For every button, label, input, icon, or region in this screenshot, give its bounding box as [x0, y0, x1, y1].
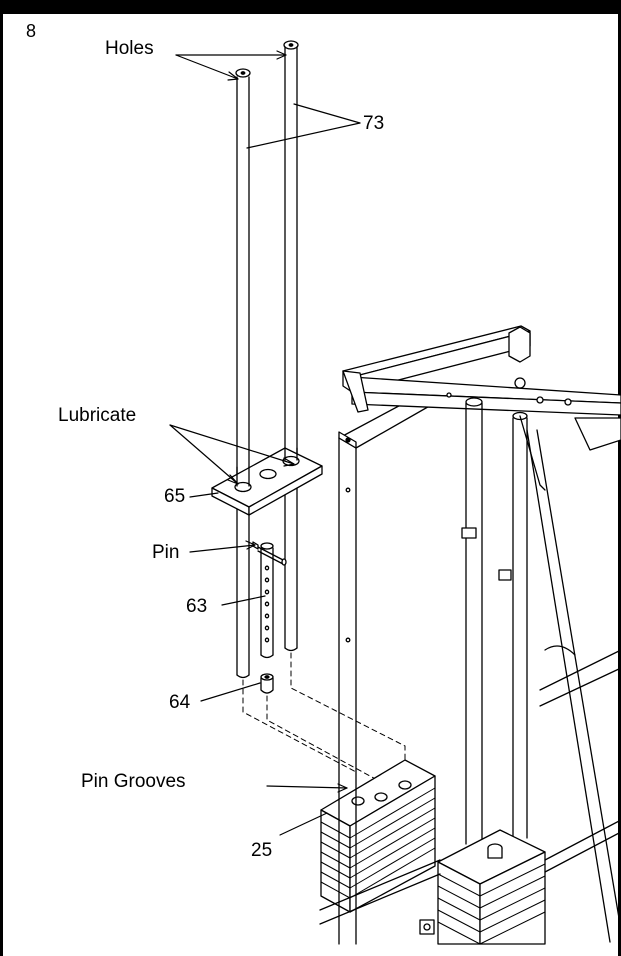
bushing-64: [260, 673, 274, 694]
top-frame-beams: [342, 325, 621, 451]
part-25-label: 25: [251, 840, 273, 861]
guide-rods-73: [235, 40, 299, 679]
step-number: 8: [26, 21, 37, 41]
holes-label: Holes: [105, 38, 154, 59]
pin-label: Pin: [152, 542, 180, 563]
part-64-label: 64: [169, 692, 191, 713]
rear-weight-stack: [437, 829, 546, 945]
part-73-label: 73: [363, 113, 385, 134]
pin-grooves-label: Pin Grooves: [81, 771, 186, 792]
base-frame: [319, 645, 621, 935]
lubricate-label: Lubricate: [58, 405, 137, 426]
top-plate-65: [211, 447, 323, 521]
selector-tube-63: [252, 541, 287, 659]
rear-guide-rods: [461, 397, 621, 943]
leader-lines: [169, 50, 361, 836]
part-65-label: 65: [164, 486, 186, 507]
part-63-label: 63: [186, 596, 208, 617]
weight-stack-25: [320, 759, 436, 913]
